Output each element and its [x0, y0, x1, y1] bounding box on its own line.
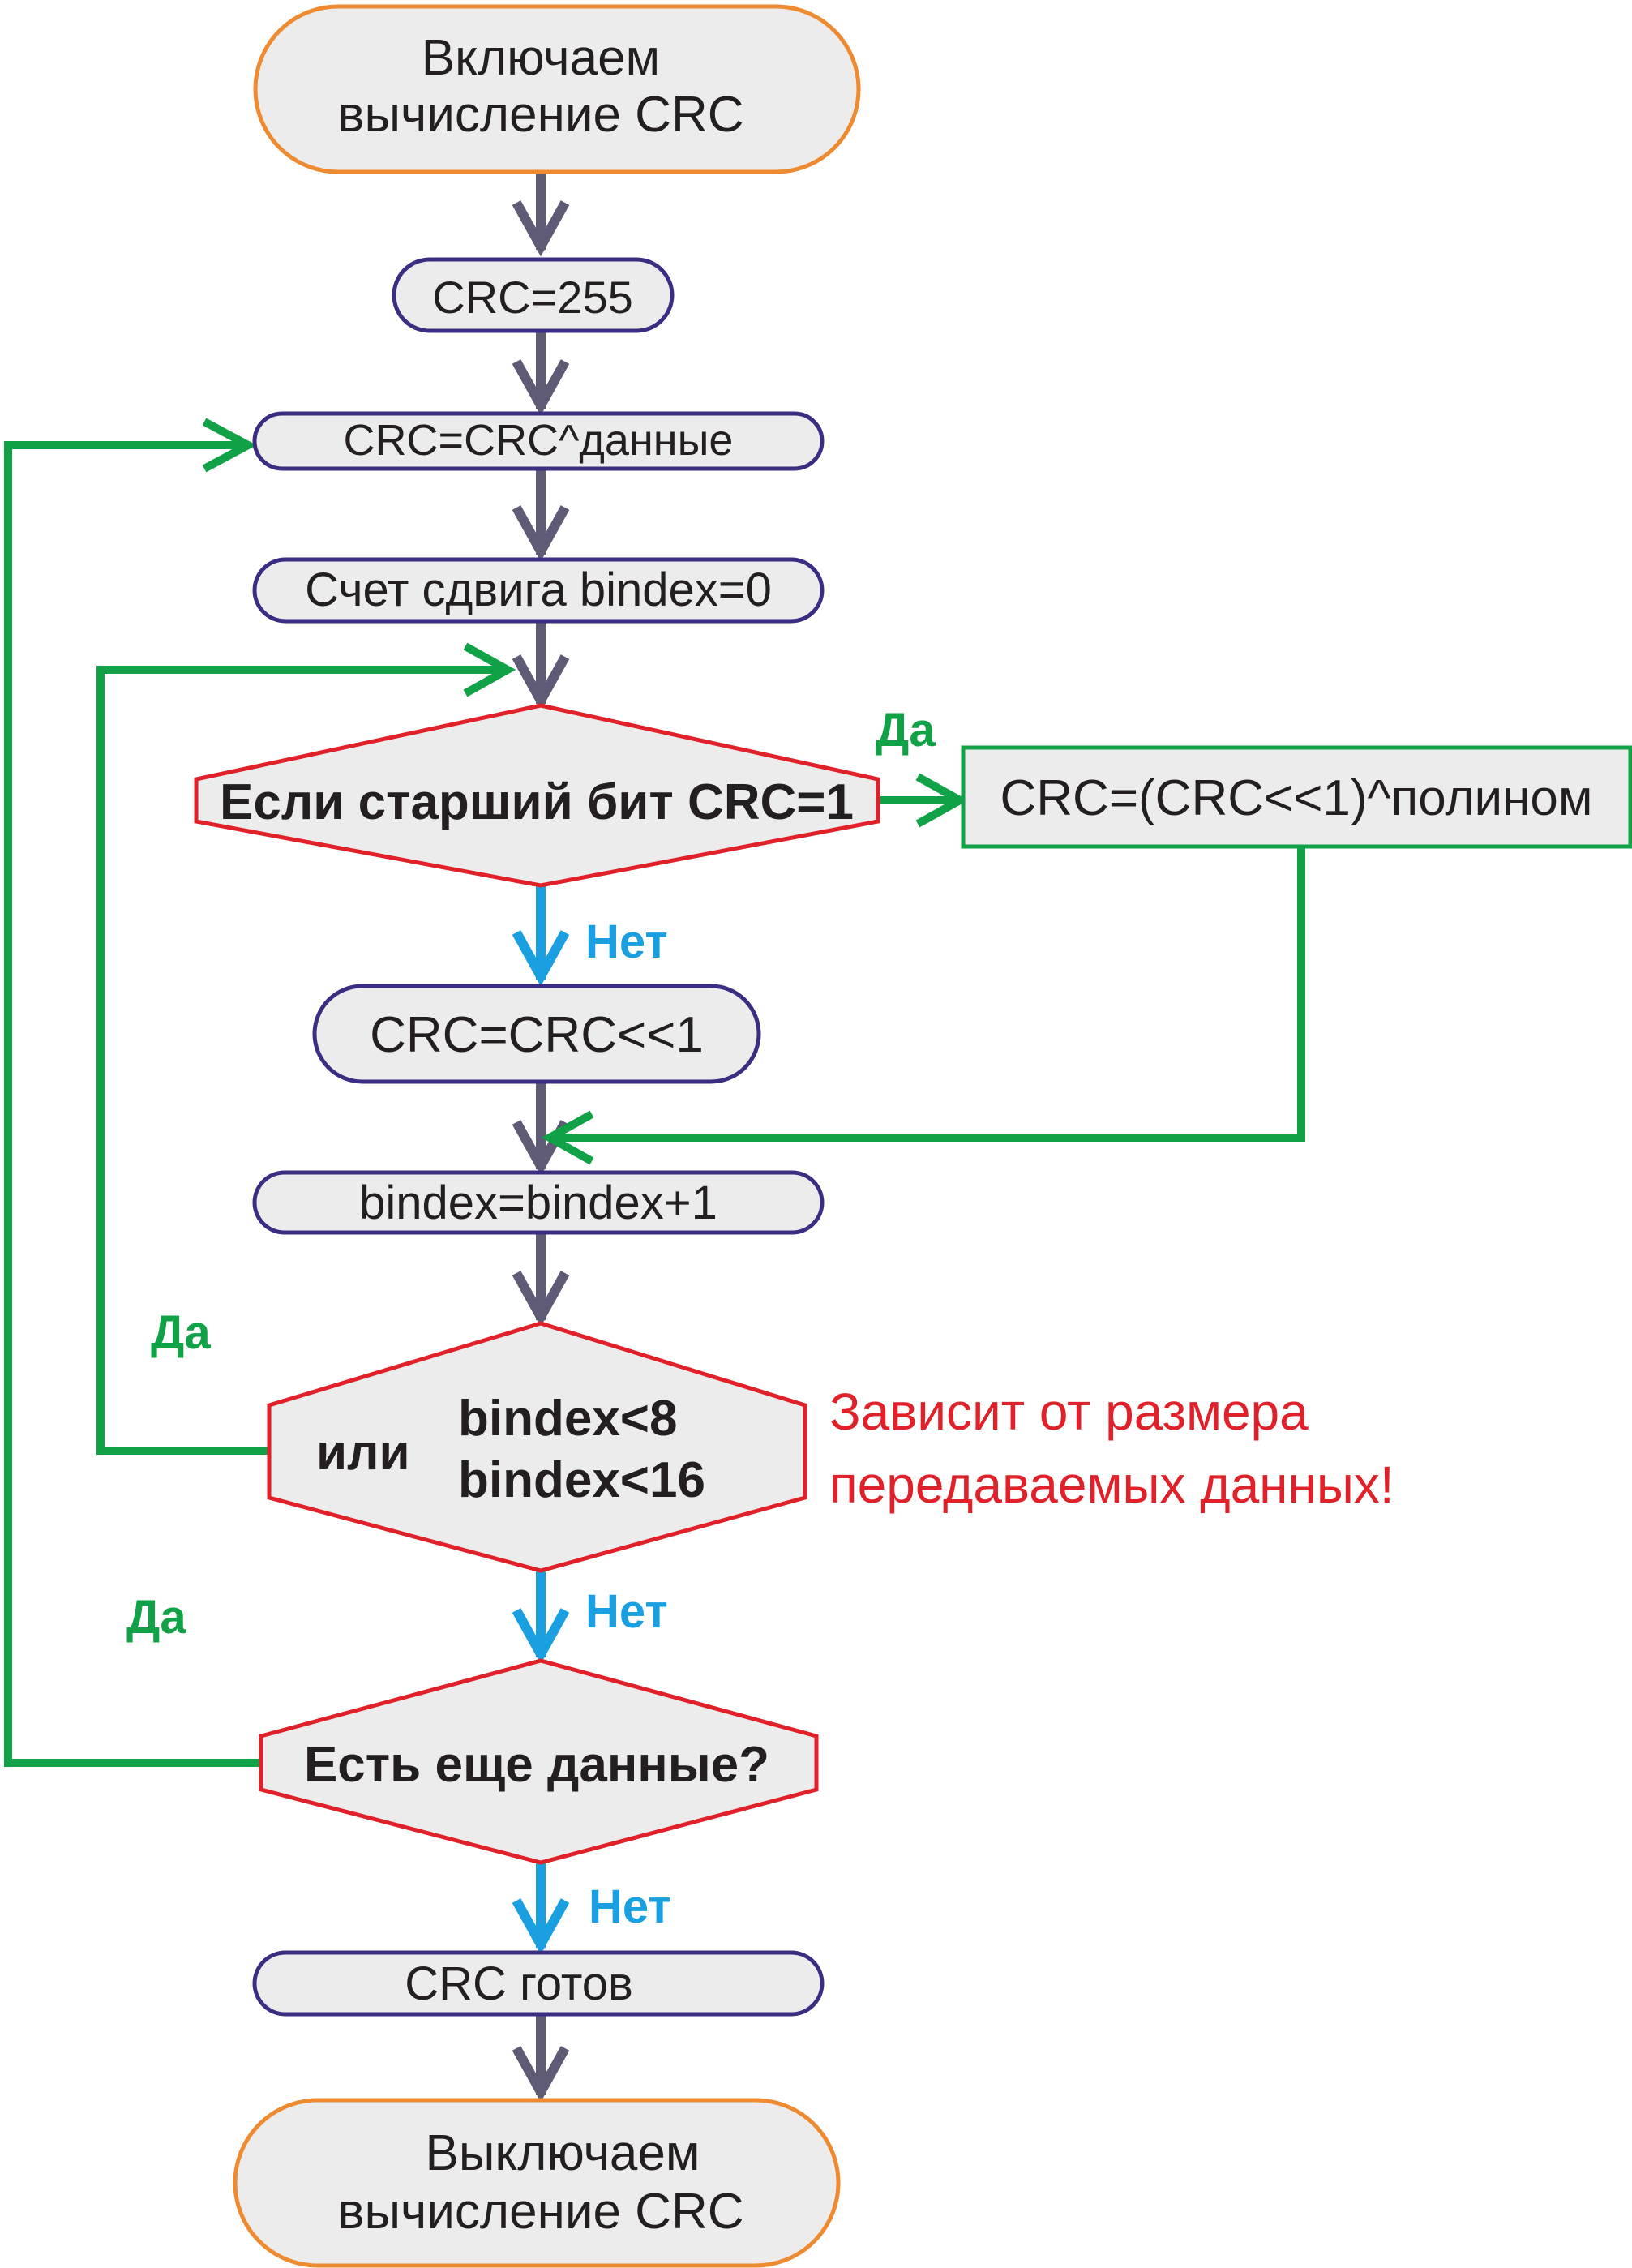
- done-process: CRC готов: [252, 1950, 825, 2017]
- arrow-loop-bindex: [96, 666, 504, 1455]
- shift-count-process: Счет сдвига bindex=0: [252, 557, 825, 624]
- start-label-line2: вычисление CRC: [338, 87, 744, 143]
- end-label-line1: Выключаем: [426, 2125, 700, 2181]
- main-flow-arrows: [512, 172, 570, 2103]
- arrow-head-yes-msb: [915, 773, 969, 828]
- arrow-head-loop-bindex: [463, 642, 516, 697]
- arrow-loop-more-data: [4, 441, 259, 1767]
- init-crc-process: CRC=255: [392, 257, 675, 333]
- done-label: CRC готов: [405, 1957, 633, 2010]
- init-crc-label: CRC=255: [432, 272, 632, 323]
- shift-process: CRC=CRC<<1: [312, 984, 761, 1084]
- arrow-head-increment-to-check: [512, 1271, 570, 1327]
- check-bindex-line1: bindex<8: [458, 1391, 678, 1447]
- size-note: Зависит от размера передаваемых данных!: [829, 1383, 1394, 1514]
- shift-label: CRC=CRC<<1: [370, 1007, 704, 1063]
- arrow-head-xor-to-count: [512, 505, 570, 562]
- increment-process: bindex=bindex+1: [252, 1170, 825, 1235]
- arrow-head-done-to-end: [512, 2046, 570, 2103]
- yes-msb-label: Да: [876, 704, 936, 757]
- check-bindex-line2: bindex<16: [458, 1452, 705, 1508]
- yes-more-label: Да: [126, 1591, 186, 1644]
- arrow-head-shift-xor-return: [541, 1110, 594, 1165]
- size-note-line2: передаваемых данных!: [829, 1456, 1394, 1514]
- start-label-line1: Включаем: [422, 30, 660, 86]
- yes-arrows: [4, 418, 1305, 1767]
- arrow-head-loop-more-data: [202, 418, 257, 473]
- check-bindex-or-label: или: [316, 1425, 410, 1481]
- arrow-head-count-to-check: [512, 654, 570, 711]
- increment-label: bindex=bindex+1: [359, 1177, 717, 1229]
- size-note-line1: Зависит от размера: [829, 1383, 1309, 1441]
- arrow-head-init-to-xor: [512, 359, 570, 416]
- no-more-label: Нет: [589, 1880, 671, 1933]
- yes-bindex-label: Да: [151, 1306, 211, 1359]
- end-label-line2: вычисление CRC: [338, 2184, 744, 2240]
- no-msb-label: Нет: [585, 915, 668, 968]
- xor-data-process: CRC=CRC^данные: [252, 411, 825, 471]
- no-arrows: [512, 884, 570, 1955]
- check-bindex-decision: или bindex<8 bindex<16: [267, 1321, 807, 1573]
- shift-xor-label: CRC=(CRC<<1)^полином: [1000, 770, 1593, 826]
- check-more-data-decision: Есть еще данные?: [259, 1658, 819, 1865]
- check-more-data-label: Есть еще данные?: [304, 1737, 769, 1793]
- end-terminal: Выключаем вычисление CRC: [233, 2098, 841, 2268]
- start-terminal: Включаем вычисление CRC: [253, 4, 861, 174]
- xor-data-label: CRC=CRC^данные: [344, 416, 734, 465]
- no-bindex-label: Нет: [585, 1585, 668, 1638]
- arrow-head-no-bindex: [512, 1608, 570, 1665]
- shift-count-label: Счет сдвига bindex=0: [305, 564, 772, 616]
- arrow-head-start-to-init: [512, 200, 570, 257]
- arrow-head-no-msb: [512, 930, 570, 987]
- check-msb-label: Если старший бит CRC=1: [220, 774, 854, 830]
- arrow-shift-xor-return: [550, 848, 1305, 1142]
- check-msb-decision: Если старший бит CRC=1: [194, 703, 880, 888]
- shift-xor-process: CRC=(CRC<<1)^полином: [961, 745, 1632, 849]
- arrow-head-no-more: [512, 1898, 570, 1955]
